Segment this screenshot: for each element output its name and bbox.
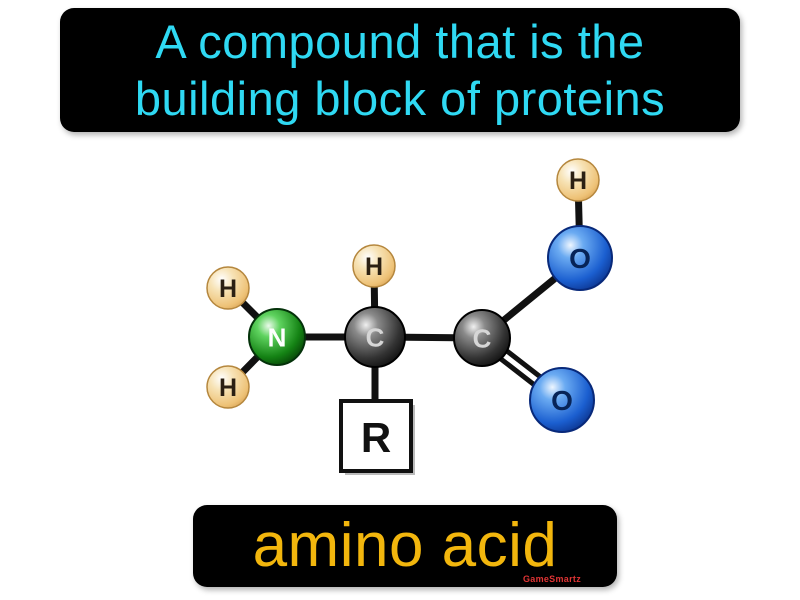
- term-box: amino acid GameSmartz: [193, 505, 617, 587]
- bonds: [224, 176, 584, 434]
- carbon-alpha-atom: [344, 306, 406, 368]
- h-amine-top-atom: [206, 266, 250, 310]
- nitrogen-atom: [248, 308, 306, 366]
- h-amine-bottom-atom: [206, 365, 250, 409]
- r-group-label: R: [361, 414, 391, 461]
- hydrogen-atoms: H H H H: [206, 158, 600, 409]
- oxygen-hydroxyl-atom: [547, 225, 613, 291]
- oxygen-carbonyl-label: O: [551, 385, 573, 416]
- carbon-carboxyl-atom: [453, 309, 511, 367]
- h-alpha-atom: [352, 244, 396, 288]
- carbon-carboxyl-label: C: [473, 323, 492, 353]
- definition-box: A compound that is the building block of…: [60, 8, 740, 132]
- nitrogen-atom-group: N: [248, 308, 306, 366]
- carbon-alpha-label: C: [366, 322, 385, 352]
- r-group: R: [339, 399, 415, 475]
- definition-line-2: building block of proteins: [134, 72, 666, 125]
- h-hydroxyl-label: H: [569, 167, 587, 195]
- h-amine-bottom-label: H: [219, 374, 237, 402]
- oxygen-hydroxyl-label: O: [569, 243, 591, 274]
- definition-line-1: A compound that is the: [155, 15, 645, 68]
- h-hydroxyl-atom: [556, 158, 600, 202]
- nitrogen-label: N: [268, 322, 287, 352]
- h-amine-top-label: H: [219, 275, 237, 303]
- oxygen-carbonyl-atom: [529, 367, 595, 433]
- carbon-atoms: C C: [344, 306, 511, 368]
- watermark: GameSmartz: [522, 574, 581, 584]
- r-group-box: [339, 399, 413, 473]
- oxygen-atoms: O O: [529, 225, 613, 433]
- h-alpha-label: H: [365, 253, 383, 281]
- term-label: amino acid: [252, 511, 558, 580]
